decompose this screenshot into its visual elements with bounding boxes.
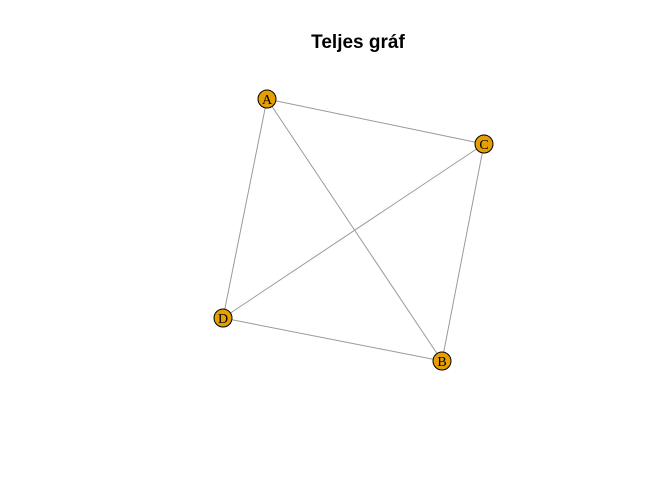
node-circle-b: [432, 351, 452, 371]
node-circle-d: [213, 308, 233, 328]
node-b: B: [432, 351, 452, 371]
edge-b-d: [222, 317, 443, 362]
graph-title: Teljes gráf: [311, 32, 405, 53]
node-label-b: B: [437, 355, 446, 370]
node-d: D: [213, 308, 233, 328]
edge-b-c: [441, 143, 485, 362]
node-circle-a: [257, 89, 277, 109]
edge-a-d: [222, 98, 268, 319]
node-a: A: [257, 89, 277, 109]
node-c: C: [474, 134, 494, 154]
edge-c-d: [222, 143, 485, 319]
node-label-c: C: [479, 138, 488, 153]
node-circle-c: [474, 134, 494, 154]
edge-a-c: [266, 98, 485, 145]
edges-layer: [222, 98, 485, 362]
node-label-a: A: [262, 93, 273, 108]
nodes-layer: A B C D: [213, 89, 494, 371]
node-label-d: D: [218, 312, 228, 327]
